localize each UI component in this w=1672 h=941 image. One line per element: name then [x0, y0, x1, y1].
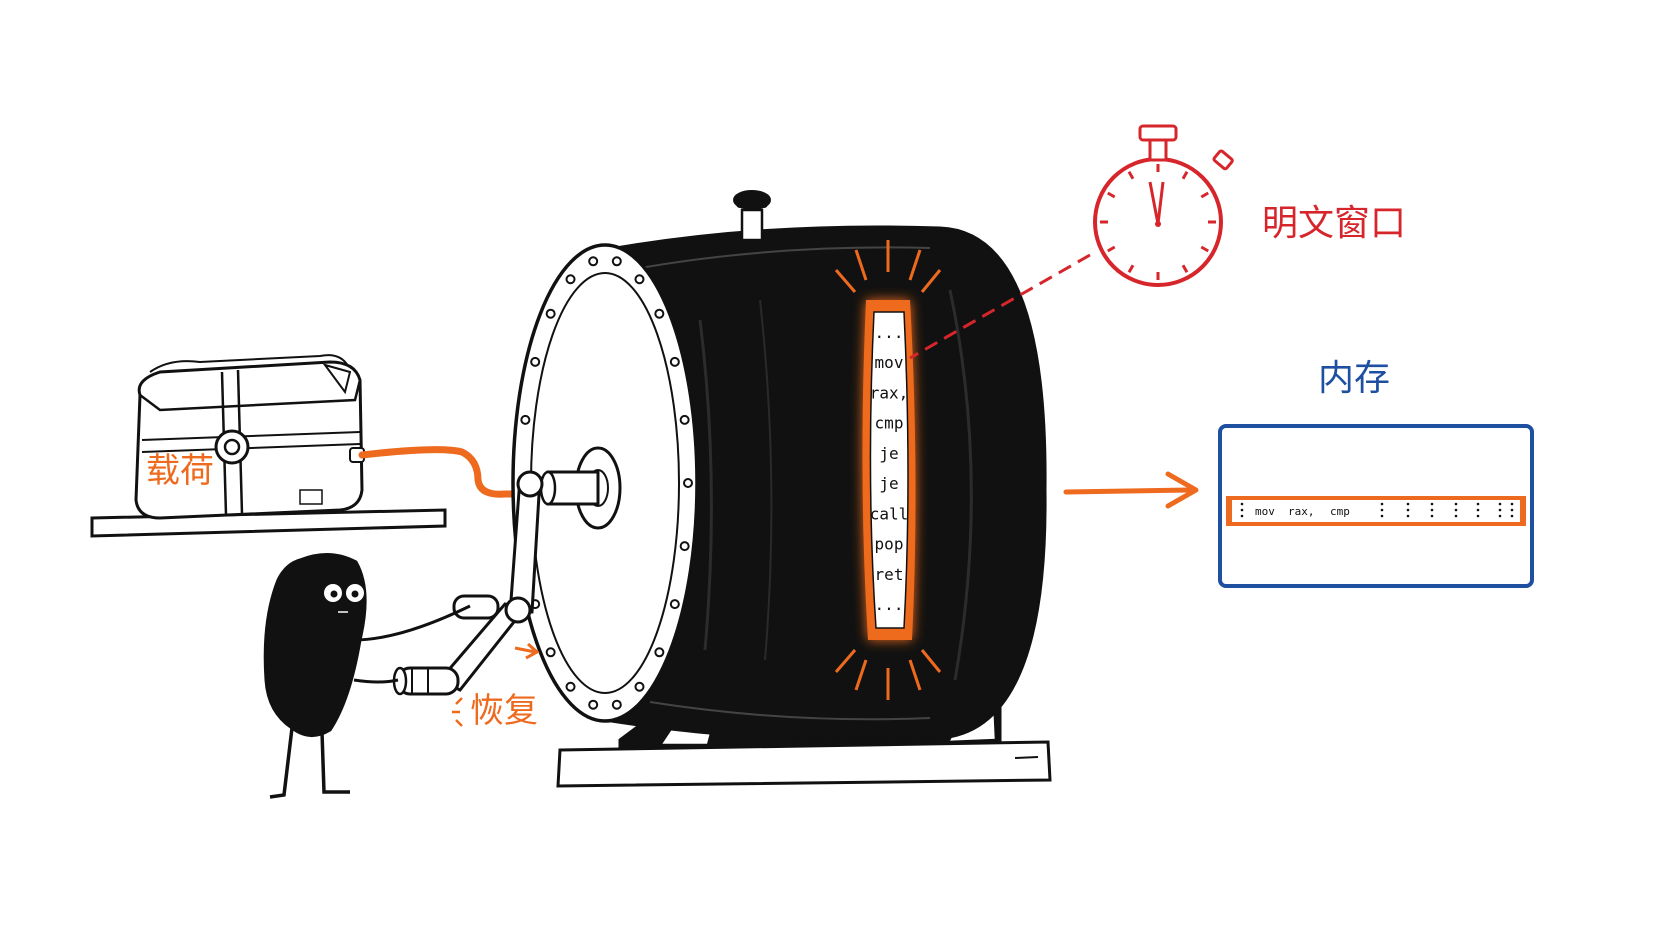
stopwatch-tick — [1107, 245, 1116, 253]
memory-dot — [1498, 514, 1502, 518]
memory-dot — [1454, 508, 1458, 512]
memory-dot — [1240, 514, 1244, 518]
window-code-line: rax, — [870, 383, 909, 402]
memory-dot — [1510, 514, 1514, 518]
label-memory: 内存 — [1318, 358, 1390, 399]
memory-dot — [1430, 514, 1434, 518]
label-restore: 恢复 — [470, 691, 538, 731]
window-code-line: call — [870, 504, 909, 523]
crank-handle-icon[interactable] — [392, 446, 622, 696]
bolt — [588, 256, 599, 267]
memory-dot — [1498, 502, 1502, 506]
drum-body — [603, 190, 1047, 742]
bolt — [545, 647, 556, 658]
stopwatch-tick — [1127, 264, 1135, 273]
bolt — [634, 681, 645, 692]
memory-dot — [1406, 514, 1410, 518]
bolt — [679, 541, 690, 552]
memory-dot — [1476, 502, 1480, 506]
arrow-right-icon — [514, 642, 540, 660]
memory-box: mov rax, cmp — [1218, 424, 1534, 588]
bolt — [654, 308, 665, 319]
stopwatch-tick — [1181, 171, 1189, 180]
bolt — [634, 274, 645, 285]
window-code-line: ... — [875, 323, 904, 342]
bolt — [669, 356, 680, 367]
package-icon — [134, 354, 365, 520]
memory-dot — [1430, 502, 1434, 506]
bolt — [545, 308, 556, 319]
memory-dot — [1430, 508, 1434, 512]
window-code-line: pop — [875, 535, 904, 554]
memory-item: mov — [1255, 505, 1275, 518]
stopwatch-icon — [1093, 124, 1234, 287]
stopwatch-tick — [1181, 264, 1189, 273]
memory-dot — [1510, 502, 1514, 506]
memory-dot — [1476, 508, 1480, 512]
bolt — [611, 699, 622, 710]
window-code-line: je — [879, 474, 898, 493]
window-code-line: ret — [875, 565, 904, 584]
drum-window: ... mov rax, cmp je je call pop ret... — [834, 240, 942, 700]
memory-dot — [1406, 508, 1410, 512]
memory-dot — [1510, 508, 1514, 512]
bolt — [683, 478, 693, 488]
bolt — [520, 414, 531, 425]
memory-dot — [1380, 502, 1384, 506]
memory-dot — [1240, 508, 1244, 512]
bolt — [588, 699, 599, 710]
restore-dashes — [452, 697, 463, 727]
memory-dot — [1476, 514, 1480, 518]
memory-dot — [1240, 502, 1244, 506]
memory-dot — [1454, 502, 1458, 506]
stopwatch-tick — [1200, 245, 1209, 253]
character-icon — [263, 553, 471, 799]
window-code-line: ... — [875, 595, 904, 614]
bolt — [669, 599, 680, 610]
timer-pointer-line — [909, 253, 1091, 360]
window-code-line: cmp — [875, 414, 904, 433]
bolt — [654, 647, 665, 658]
memory-dot — [1380, 508, 1384, 512]
bolt — [611, 256, 622, 267]
bolt — [530, 356, 541, 367]
stopwatch-tick — [1127, 171, 1135, 180]
bolt — [565, 681, 576, 692]
label-payload: 载荷 — [146, 451, 214, 491]
label-plaintext-window: 明文窗口 — [1262, 203, 1406, 244]
window-code-line: je — [879, 444, 898, 463]
memory-item: cmp — [1330, 505, 1350, 518]
payload-cable — [358, 446, 559, 498]
memory-item: rax, — [1288, 505, 1315, 518]
memory-dot — [1380, 514, 1384, 518]
memory-dot — [1406, 502, 1410, 506]
stopwatch-tick — [1107, 191, 1116, 199]
window-code-line: mov — [875, 353, 904, 372]
memory-dot — [1498, 508, 1502, 512]
stopwatch-tick — [1200, 191, 1209, 199]
bolt — [679, 414, 690, 425]
bolt — [565, 274, 576, 285]
arrow-right-icon — [1063, 471, 1199, 509]
memory-dot — [1454, 514, 1458, 518]
